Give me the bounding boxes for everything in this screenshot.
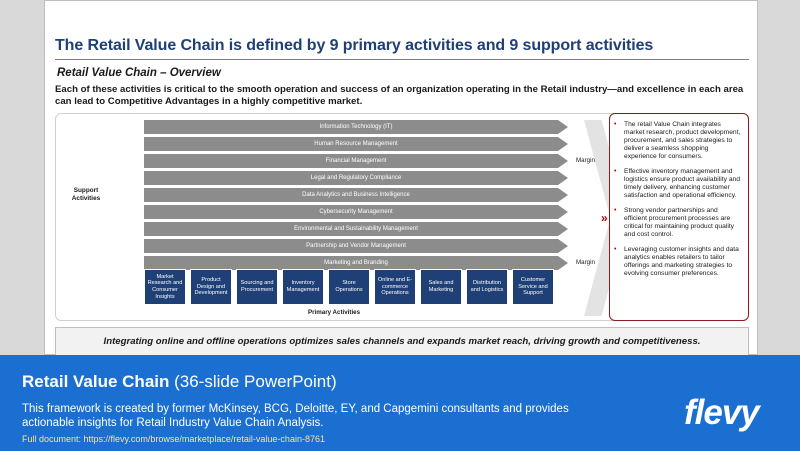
primary-activity-box: Sales and Marketing xyxy=(420,269,462,305)
primary-activity-box: Sourcing and Procurement xyxy=(236,269,278,305)
slide-subtitle: Retail Value Chain – Overview xyxy=(57,67,221,79)
primary-activity-box: Market Research and Consumer Insights xyxy=(144,269,186,305)
summary-banner: Integrating online and offline operation… xyxy=(55,327,749,355)
bullet-icon: • xyxy=(614,246,617,253)
key-point: • Effective inventory management and logi… xyxy=(614,168,742,200)
support-activity-bar: Partnership and Vendor Management xyxy=(144,239,568,253)
footer-title: Retail Value Chain (36-slide PowerPoint) xyxy=(22,372,337,392)
support-activity-bar: Information Technology (IT) xyxy=(144,120,568,134)
support-activity-bar: Cybersecurity Management xyxy=(144,205,568,219)
key-points-panel: • The retail Value Chain integrates marke… xyxy=(609,113,749,321)
primary-activities-row: Market Research and Consumer Insights Pr… xyxy=(144,269,572,305)
document-link[interactable]: Full document: https://flevy.com/browse/… xyxy=(22,434,325,444)
support-activity-bar: Data Analytics and Business Intelligence xyxy=(144,188,568,202)
footer-description: This framework is created by former McKi… xyxy=(22,403,569,429)
primary-activities-label: Primary Activities xyxy=(308,309,361,316)
key-point: • Leveraging customer insights and data a… xyxy=(614,246,742,278)
flevy-logo[interactable]: flevy xyxy=(684,393,760,432)
key-point-text: The retail Value Chain integrates market… xyxy=(624,121,741,160)
key-point-text: Effective inventory management and logis… xyxy=(624,168,740,199)
slide-description: Each of these activities is critical to … xyxy=(55,84,744,107)
key-point-text: Leveraging customer insights and data an… xyxy=(624,246,739,277)
primary-activity-box: Distribution and Logistics xyxy=(466,269,508,305)
key-point-text: Strong vendor partnerships and efficient… xyxy=(624,207,735,238)
support-activity-bar: Environmental and Sustainability Managem… xyxy=(144,222,568,236)
margin-label-top: Margin xyxy=(576,157,595,164)
support-activity-bar: Human Resource Management xyxy=(144,137,568,151)
primary-activity-box: Product Design and Development xyxy=(190,269,232,305)
primary-activity-box: Inventory Management xyxy=(282,269,324,305)
double-chevron-right-icon: » xyxy=(601,211,608,225)
title-divider xyxy=(55,59,749,60)
support-activities-label: Support Activities xyxy=(71,187,101,202)
footer-title-strong: Retail Value Chain xyxy=(22,372,170,391)
support-activity-bar: Legal and Regulatory Compliance xyxy=(144,171,568,185)
key-point: • Strong vendor partnerships and efficien… xyxy=(614,207,742,239)
primary-activity-box: Store Operations xyxy=(328,269,370,305)
bullet-icon: • xyxy=(614,168,617,175)
support-activity-bar: Marketing and Branding xyxy=(144,256,568,270)
footer-title-rest: (36-slide PowerPoint) xyxy=(169,372,337,391)
value-chain-diagram: Support Activities Information Technolog… xyxy=(55,113,641,321)
slide: The Retail Value Chain is defined by 9 p… xyxy=(44,0,758,355)
key-point: • The retail Value Chain integrates marke… xyxy=(614,121,742,161)
support-activity-bar: Financial Management xyxy=(144,154,568,168)
bullet-icon: • xyxy=(614,207,617,214)
margin-label-bottom: Margin xyxy=(576,259,595,266)
bullet-icon: • xyxy=(614,121,617,128)
primary-activity-box: Customer Service and Support xyxy=(512,269,554,305)
slide-title: The Retail Value Chain is defined by 9 p… xyxy=(55,37,654,54)
promo-footer: Retail Value Chain (36-slide PowerPoint)… xyxy=(0,355,800,451)
primary-activity-box: Online and E-commerce Operations xyxy=(374,269,416,305)
